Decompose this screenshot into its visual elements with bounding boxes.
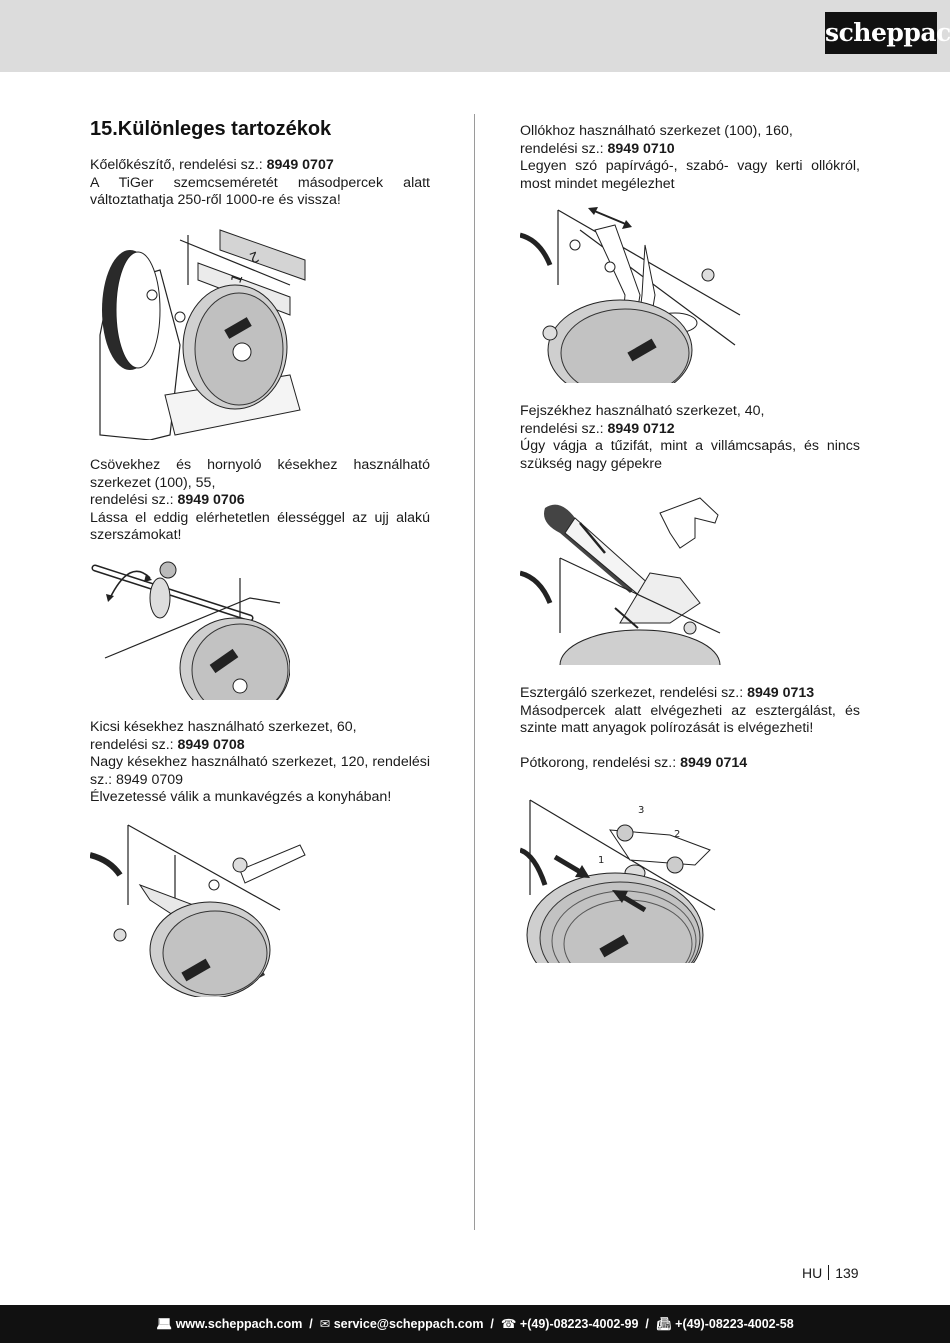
figure-stone-preparer: 2 1 [90, 225, 310, 440]
footer-website[interactable]: www.scheppach.com [175, 1317, 303, 1331]
order-line: rendelési sz.: 8949 0706 [90, 492, 245, 508]
order-number: 8949 0712 [607, 420, 675, 437]
order-number: 8949 0713 [747, 685, 815, 701]
description: A TiGer szemcseméretét másodpercek alatt… [90, 174, 430, 209]
footer-fax: +(49)-08223-4002-58 [675, 1317, 794, 1331]
callout-2: 2 [674, 829, 680, 840]
description: Másodpercek alatt elvégezheti az eszterg… [520, 702, 860, 737]
item-knife-jig: Kicsi késekhez használható szerkezet, 60… [90, 719, 430, 807]
telephone-icon: ☎︎ [500, 1317, 517, 1331]
computer-icon: 💻︎ [156, 1317, 173, 1331]
description: Élvezetessé válik a munkavégzés a konyhá… [90, 789, 392, 805]
order-number: 8949 0706 [177, 492, 245, 508]
order-line: rendelési sz.: 8949 0710 [520, 140, 675, 157]
page-footer: 💻︎ www.scheppach.com / ✉︎ service@schepp… [0, 1305, 950, 1343]
figure-tube-jig [90, 558, 290, 700]
order-number: 8949 0710 [607, 140, 675, 157]
order-line: Pótkorong, rendelési sz.: 8949 0714 [520, 755, 748, 771]
item-tube-jig: Csövekhez és hornyoló késekhez használha… [90, 457, 430, 545]
section-title: 15.Különleges tartozékok [90, 118, 332, 140]
scheppach-logo: scheppach [825, 12, 950, 54]
footer-separator: / [486, 1317, 498, 1331]
callout-3: 3 [638, 805, 644, 816]
callout-1: 1 [598, 855, 604, 866]
footer-separator: / [305, 1317, 317, 1331]
order-number: 8949 0707 [266, 157, 334, 173]
order-number: 8949 0714 [680, 755, 748, 771]
column-divider [474, 114, 475, 1230]
page-number-separator [828, 1265, 830, 1280]
footer-email[interactable]: service@scheppach.com [333, 1317, 484, 1331]
figure-axe-jig [520, 493, 725, 665]
envelope-icon: ✉︎ [319, 1317, 331, 1331]
item-stone-preparer: Kőelőkészítő, rendelési sz.: 8949 0707 A… [90, 157, 430, 210]
item-title: Ollókhoz használható szerkezet (100), 16… [520, 123, 793, 139]
order-line: rendelési sz.: 8949 0708 [90, 736, 245, 753]
figure-knife-jig [90, 815, 310, 997]
order-line: Kőelőkészítő, rendelési sz.: 8949 0707 [90, 157, 334, 173]
order-line: rendelési sz.: 8949 0712 [520, 420, 675, 437]
item-title-large: Nagy késekhez használható szerkezet, 120… [90, 754, 430, 788]
item-title: Csövekhez és hornyoló késekhez használha… [90, 457, 430, 491]
description: Legyen szó papírvágó-, szabó- vagy kerti… [520, 158, 860, 192]
item-scissor-jig: Ollókhoz használható szerkezet (100), 16… [520, 123, 860, 193]
order-number: 8949 0708 [177, 736, 245, 753]
figure-scissor-jig [520, 205, 745, 383]
page-header: scheppach [0, 0, 950, 72]
item-title: Kicsi késekhez használható szerkezet, 60… [90, 719, 357, 735]
item-title: Fejszékhez használható szerkezet, 40, [520, 403, 765, 419]
fax-icon: 📠︎ [655, 1317, 672, 1331]
item-turning-device: Esztergáló szerkezet, rendelési sz.: 894… [520, 685, 860, 738]
description: Úgy vágja a tűzifát, mint a villámcsapás… [520, 438, 860, 472]
description: Lássa el eddig elérhetetlen élességgel a… [90, 509, 430, 544]
item-axe-jig: Fejszékhez használható szerkezet, 40, re… [520, 403, 860, 473]
page-number-value: 139 [835, 1265, 859, 1281]
language-code: HU [802, 1265, 823, 1281]
figure-turning-device: 3 2 1 [520, 795, 720, 963]
page-number: HU 139 [802, 1265, 859, 1281]
item-spare-wheel: Pótkorong, rendelési sz.: 8949 0714 [520, 755, 860, 773]
order-line: Esztergáló szerkezet, rendelési sz.: 894… [520, 685, 815, 701]
footer-phone: +(49)-08223-4002-99 [519, 1317, 639, 1331]
footer-separator: / [641, 1317, 653, 1331]
